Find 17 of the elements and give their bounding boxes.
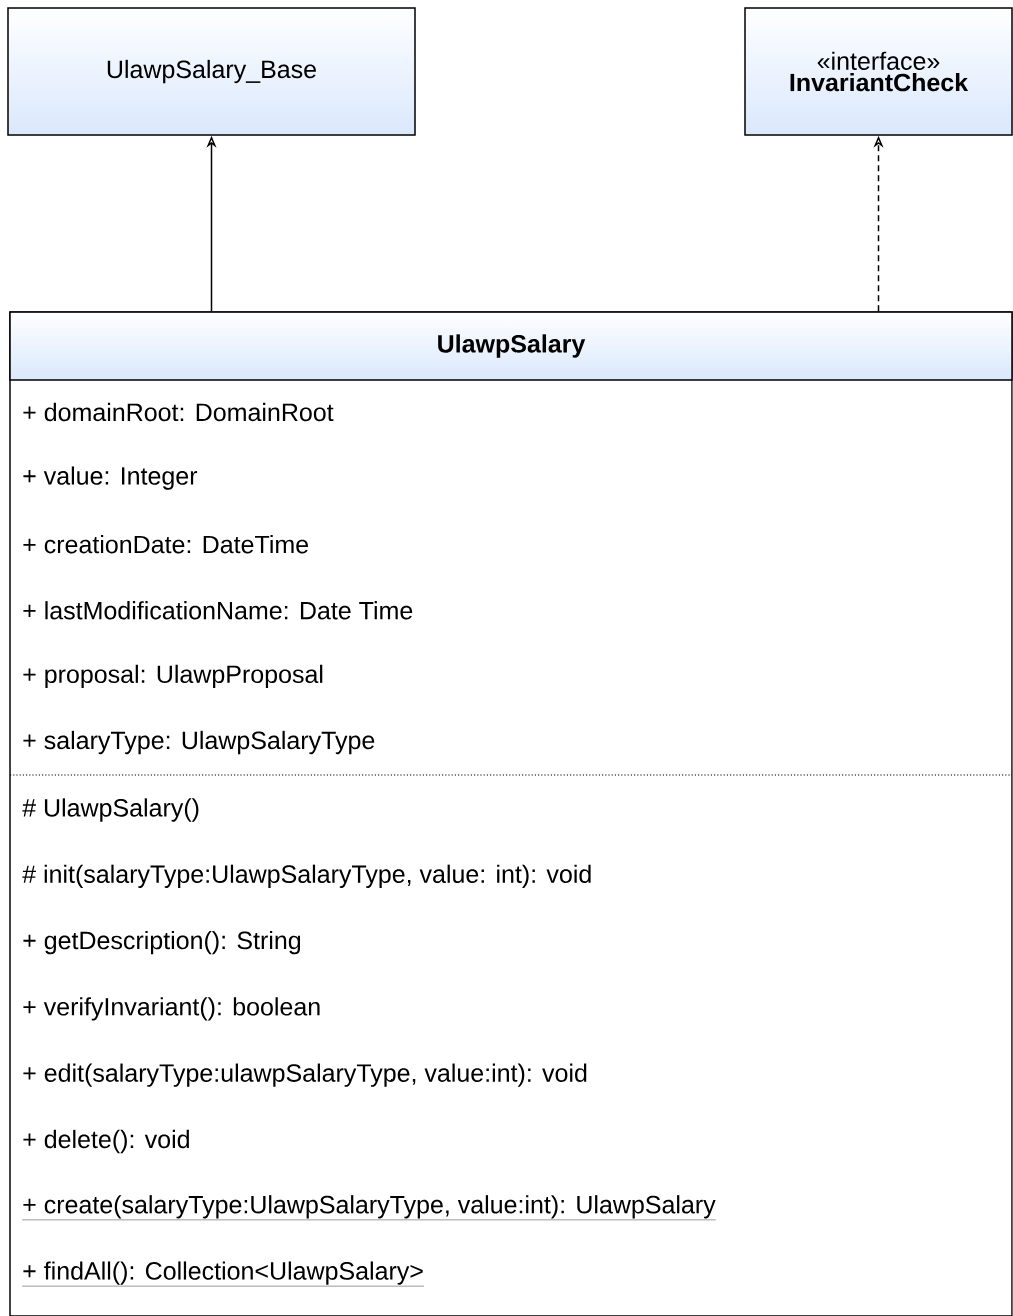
method-text: + verifyInvariant(): boolean xyxy=(23,997,320,1021)
class-box: «interface» InvariantCheck xyxy=(744,7,1013,136)
method-text: # UlawpSalary() xyxy=(22,798,199,822)
attribute-text: + lastModificationName: Date Time xyxy=(23,601,413,620)
attribute-text: + salaryType: UlawpSalaryType xyxy=(23,730,375,755)
method-text: + create(salaryType:UlawpSalaryType, value:int): UlawpSalary xyxy=(22,1195,716,1221)
method-text: + findAll(): Collection<UlawpSalary> xyxy=(22,1261,425,1287)
attribute-text: + domainRoot: DomainRoot xyxy=(23,402,334,422)
class-header: UlawpSalary xyxy=(9,311,1013,381)
method-text: + delete(): void xyxy=(23,1129,189,1154)
method-text: # init(salaryType:UlawpSalaryType, value: int): void xyxy=(22,864,591,888)
method-text: + edit(salaryType:ulawpSalaryType, value:int): void xyxy=(23,1063,587,1087)
attribute-text: + creationDate: DateTime xyxy=(23,535,308,554)
attribute-text: + proposal: UlawpProposal xyxy=(23,664,323,689)
method-text: + getDescription(): String xyxy=(23,930,301,955)
class-box: UlawpSalary_Base xyxy=(7,7,416,136)
attribute-text: + value: Integer xyxy=(23,466,198,490)
